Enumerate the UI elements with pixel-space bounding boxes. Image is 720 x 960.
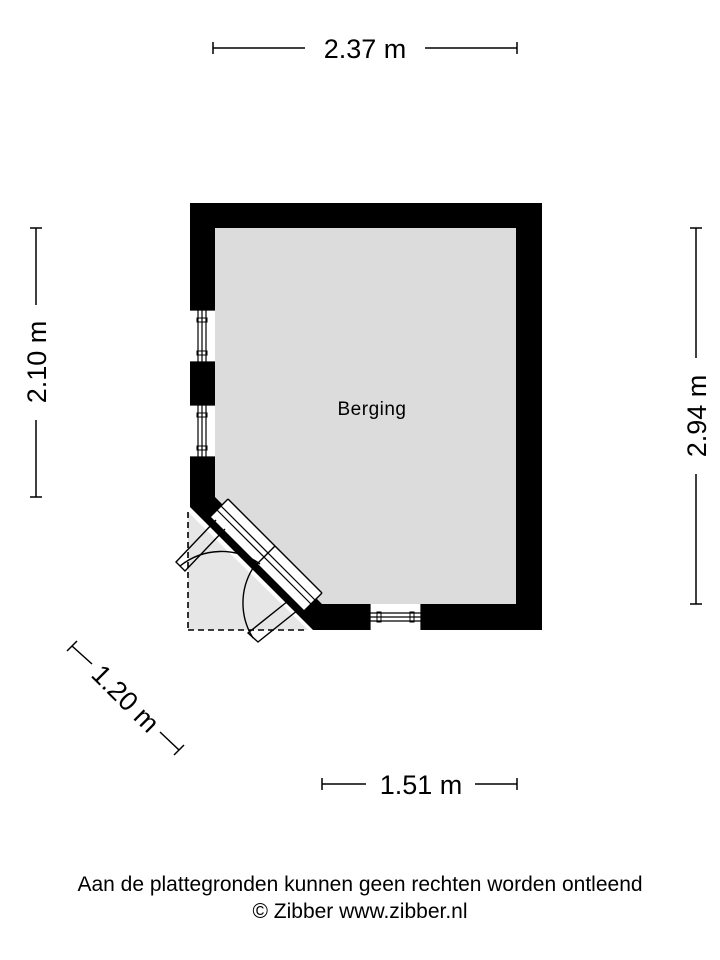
copyright-text: © Zibber www.zibber.nl [252, 900, 468, 923]
dimension-diagonal: 1.20 m [66, 640, 185, 756]
dimension-left-label: 2.10 m [22, 321, 52, 404]
room-floor [215, 228, 516, 604]
double-door [209, 498, 323, 612]
dimension-diagonal-label: 1.20 m [86, 659, 166, 739]
bottom-window [369, 604, 422, 630]
dimension-right: 2.94 m [682, 227, 712, 605]
door-swing [175, 519, 299, 643]
dimension-bottom-label: 1.51 m [380, 770, 463, 800]
dimension-right-label: 2.94 m [682, 375, 712, 458]
left-window-upper [190, 309, 215, 363]
dimension-left: 2.10 m [22, 227, 52, 498]
room-label-berging: Berging [338, 399, 407, 420]
left-window-lower [190, 404, 215, 458]
dimension-bottom: 1.51 m [321, 770, 518, 800]
dimension-top-label: 2.37 m [324, 34, 407, 64]
disclaimer-text: Aan de plattegronden kunnen geen rechten… [77, 873, 643, 896]
dimension-top: 2.37 m [212, 34, 518, 64]
